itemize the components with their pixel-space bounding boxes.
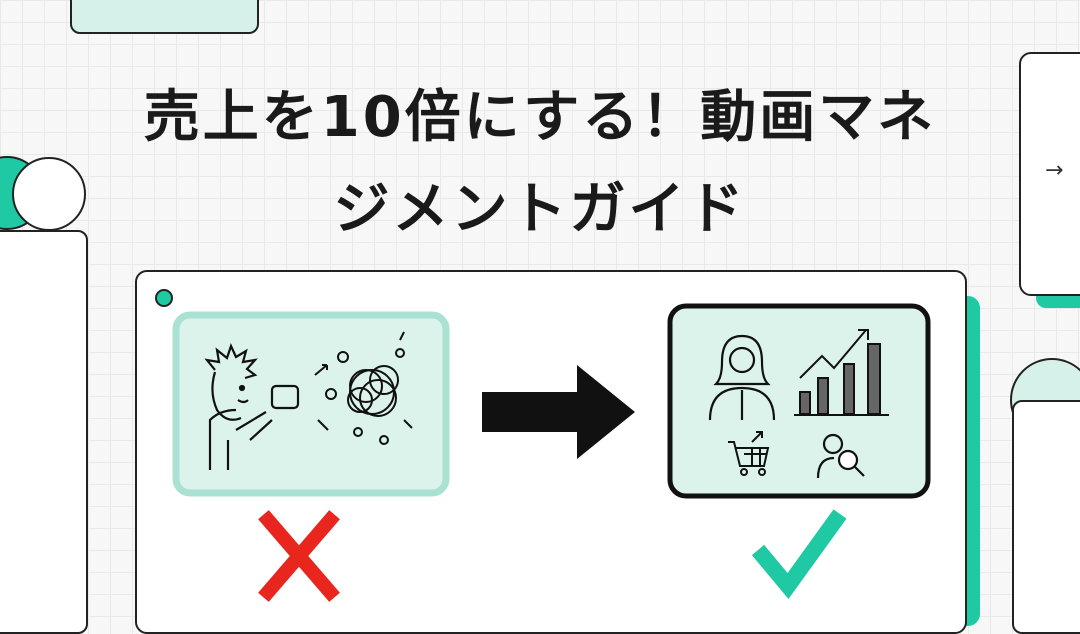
page-title-line2: ジメントガイド [333,177,747,242]
decor-right-card: → [1019,52,1080,296]
businesswoman-icon [708,334,776,421]
shopping-cart-icon [728,431,770,476]
decor-top-rect [70,0,259,34]
comparison-illustration [172,303,931,602]
chaos-scribble-icon [314,331,413,445]
decor-white-circle [12,157,86,231]
big-arrow-right-icon [482,365,635,459]
panel-dot [155,289,173,307]
x-mark-icon [258,510,340,602]
person-search-icon [816,433,865,479]
growth-chart-icon [794,329,889,416]
decor-right-lower-card [1012,400,1080,634]
decor-left-card [0,230,88,634]
before-card [172,311,450,497]
check-mark-icon [751,509,847,600]
arrow-right-icon: → [1045,158,1064,183]
page-title-line1: 売上を10倍にする！動画マネ [143,85,937,150]
photographer-icon [204,342,300,470]
